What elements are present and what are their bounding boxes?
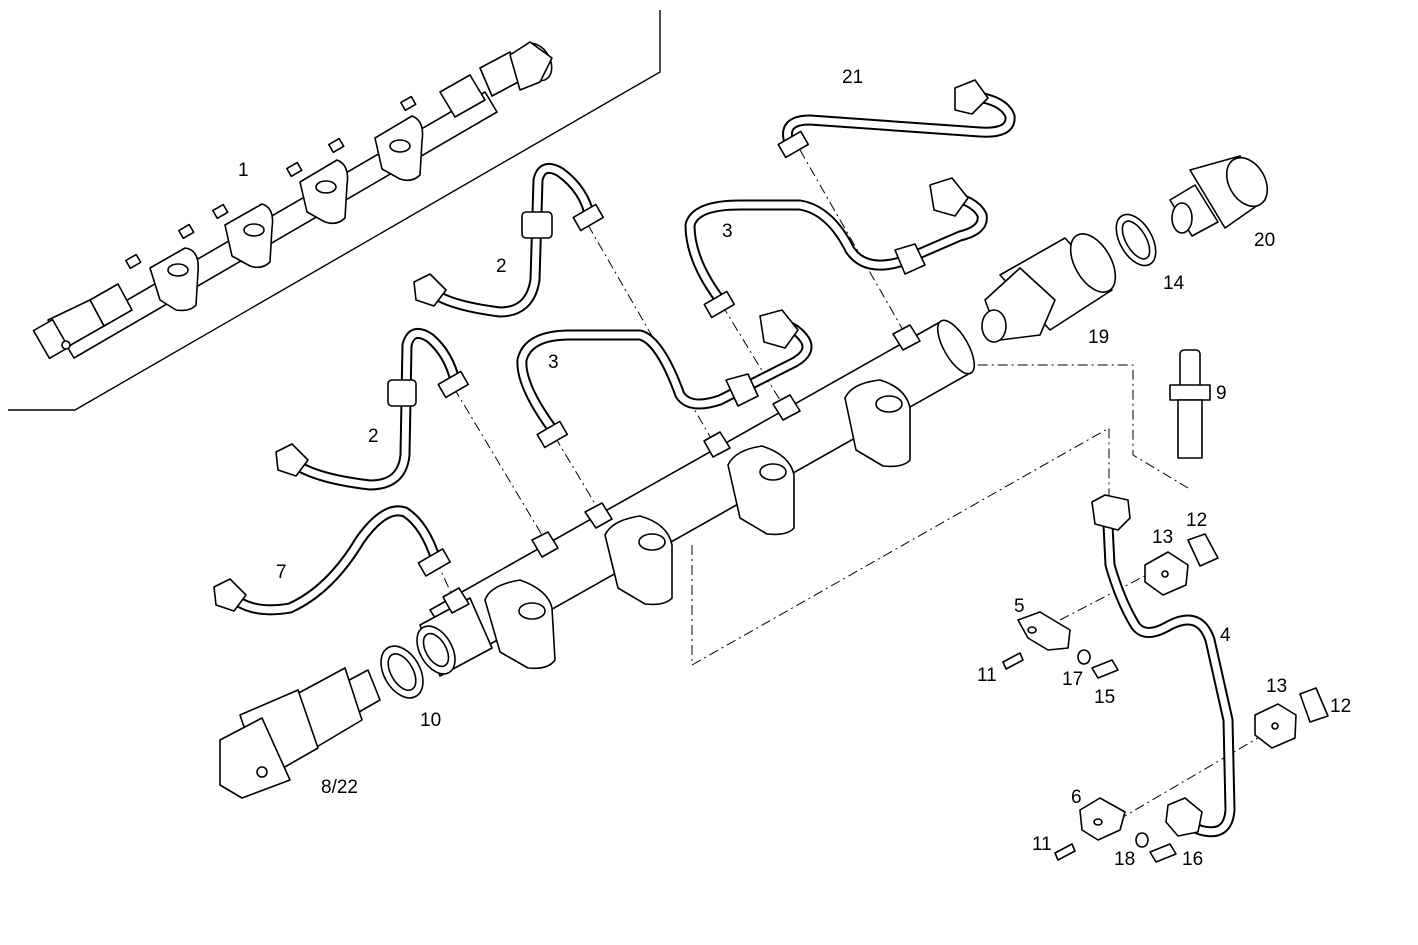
callout-15: 15 <box>1094 687 1115 708</box>
pressure-sensor-8-22 <box>219 667 381 799</box>
bolt-15 <box>1091 659 1119 679</box>
pipe-21 <box>777 79 1016 159</box>
connector-9 <box>1169 349 1211 459</box>
return-pipe-4 <box>1091 494 1236 838</box>
bracket-5 <box>1017 611 1071 651</box>
callout-5: 5 <box>1014 596 1025 617</box>
callout-3-upper: 3 <box>722 221 733 242</box>
pipe-2-upper <box>413 162 605 318</box>
clamp-block-13-upper <box>1144 551 1189 596</box>
callout-18: 18 <box>1114 849 1135 870</box>
callout-1: 1 <box>238 160 249 181</box>
fuel-rail-assembly-overview <box>32 41 553 360</box>
inset-frame <box>8 10 661 411</box>
callout-14: 14 <box>1163 273 1185 294</box>
callout-2-lower: 2 <box>368 426 379 447</box>
seal-ring-14 <box>1115 213 1157 267</box>
washer-18 <box>1135 832 1149 848</box>
callout-13-upper: 13 <box>1152 527 1173 548</box>
fuel-rail-main <box>416 319 976 677</box>
callout-11-upper: 11 <box>977 665 997 686</box>
callout-10: 10 <box>420 710 441 731</box>
screw-11-lower <box>1054 843 1076 861</box>
callout-17: 17 <box>1062 669 1083 690</box>
plate-12-lower <box>1299 687 1329 723</box>
bracket-6 <box>1079 797 1126 841</box>
callout-20: 20 <box>1254 230 1275 251</box>
pressure-valve-19 <box>981 233 1117 343</box>
pipe-7 <box>213 505 451 616</box>
callout-21: 21 <box>842 67 863 88</box>
callout-12-upper: 12 <box>1186 510 1207 531</box>
callout-9: 9 <box>1216 383 1227 404</box>
pipe-3-lower <box>516 309 813 449</box>
pipe-3-upper <box>684 177 988 319</box>
callout-7: 7 <box>276 562 287 583</box>
callout-19: 19 <box>1088 327 1109 348</box>
callout-16: 16 <box>1182 849 1203 870</box>
plate-12-upper <box>1187 533 1219 567</box>
callout-13-lower: 13 <box>1266 676 1287 697</box>
washer-17 <box>1077 649 1091 665</box>
bolt-16 <box>1149 843 1177 863</box>
callout-3-lower: 3 <box>548 352 559 373</box>
pipe-2-lower <box>275 327 470 491</box>
clamp-block-13-lower <box>1254 703 1297 749</box>
seal-ring-10 <box>380 645 424 699</box>
pressure-plug-20 <box>1169 155 1269 237</box>
callout-12-lower: 12 <box>1330 696 1351 717</box>
screw-11-upper <box>1002 652 1024 670</box>
callout-4: 4 <box>1220 625 1231 646</box>
callout-8-22: 8/22 <box>321 777 358 798</box>
callout-6: 6 <box>1071 787 1082 808</box>
callout-11-lower: 11 <box>1032 834 1052 855</box>
callout-labels: 1 2 2 3 3 4 5 6 7 8/22 9 10 11 11 12 12 … <box>238 67 1351 870</box>
callout-2-upper: 2 <box>496 256 507 277</box>
